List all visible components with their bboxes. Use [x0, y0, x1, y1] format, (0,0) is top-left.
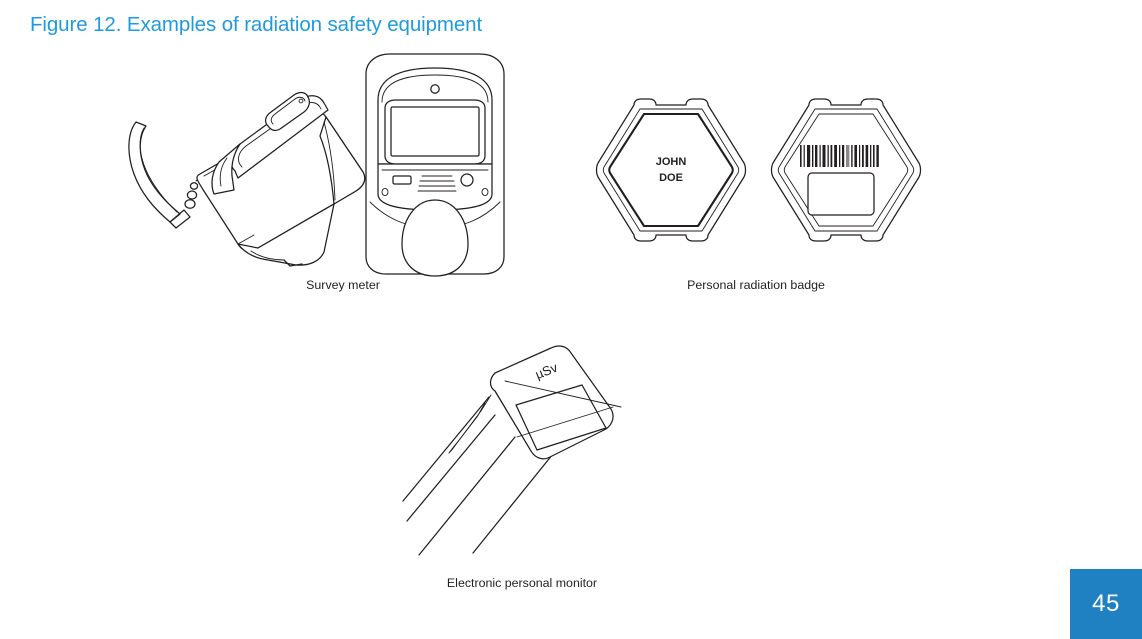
survey-meter-illustration: [118, 52, 538, 277]
caption-electronic-personal-monitor: Electronic personal monitor: [446, 576, 598, 590]
indicator-led-icon: [430, 84, 440, 94]
wrist-strap-icon: [128, 121, 203, 229]
badge-back-view: [770, 98, 922, 242]
monitor-head: [489, 345, 622, 460]
badge-front-view: JOHN DOE: [595, 98, 747, 242]
monitor-body: [402, 394, 558, 556]
figure-title: Figure 12. Examples of radiation safety …: [30, 13, 483, 36]
speaker-grille-icon: [417, 175, 457, 192]
badge-label-area: [807, 172, 875, 216]
electronic-personal-monitor-illustration: µSv: [385, 345, 655, 570]
badge-barcode-icon: [800, 145, 879, 167]
caption-survey-meter: Survey meter: [306, 278, 380, 292]
badge-name-line2: DOE: [659, 172, 683, 184]
survey-meter-clip: [211, 143, 241, 195]
badge-name-line1: JOHN: [656, 156, 687, 168]
survey-meter-perspective-view: [128, 91, 366, 267]
caption-personal-radiation-badge: Personal radiation badge: [687, 278, 825, 292]
personal-radiation-badge-illustration: JOHN DOE: [588, 95, 928, 245]
survey-meter-base: [237, 203, 335, 267]
page-number-badge: 45: [1070, 569, 1142, 639]
survey-meter-front-view: [365, 53, 505, 277]
power-button[interactable]: [460, 173, 474, 187]
display-screen: [390, 106, 480, 157]
probe-handle: [401, 199, 469, 277]
monitor-display-screen: [515, 384, 607, 451]
function-button[interactable]: [392, 175, 412, 185]
